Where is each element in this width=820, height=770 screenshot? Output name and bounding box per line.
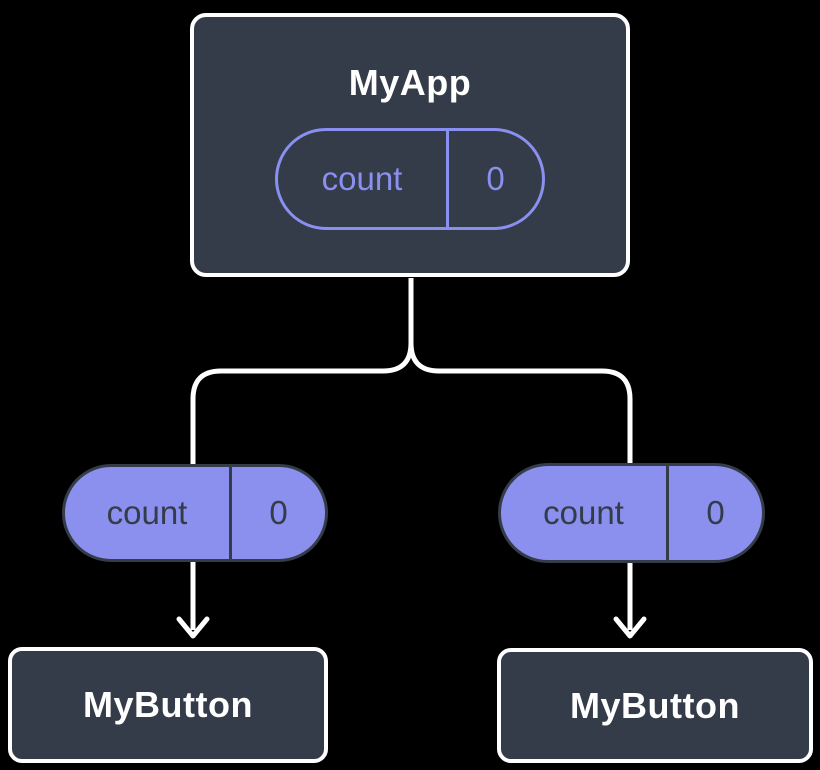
- right-arrowhead-icon: [613, 616, 647, 639]
- root-state-pill: count 0: [275, 128, 545, 231]
- mybutton-component-card-right: MyButton: [497, 648, 813, 763]
- myapp-label: MyApp: [348, 62, 472, 103]
- left-prop-pill: count 0: [62, 464, 328, 562]
- state-value: 0: [486, 160, 505, 198]
- prop-value: 0: [269, 494, 288, 531]
- left-branch-line: [190, 278, 414, 630]
- prop-key: count: [501, 466, 669, 560]
- mybutton-label: MyButton: [83, 684, 253, 726]
- myapp-component-card: MyApp count 0: [190, 13, 630, 277]
- prop-key: count: [65, 467, 232, 559]
- mybutton-component-card-left: MyButton: [8, 647, 328, 763]
- mybutton-label: MyButton: [570, 684, 740, 726]
- right-branch-line: [408, 278, 633, 630]
- right-prop-pill: count 0: [498, 463, 765, 563]
- prop-value: 0: [706, 494, 725, 531]
- state-key: count: [278, 131, 449, 228]
- left-arrowhead-icon: [176, 616, 210, 639]
